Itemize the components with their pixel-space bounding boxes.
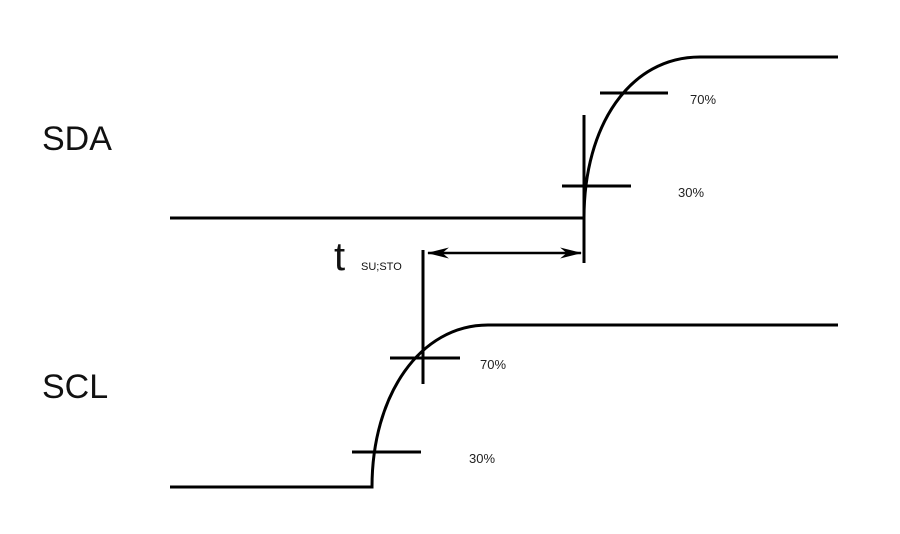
sda-70-label: 70%: [690, 92, 716, 107]
timing-symbol: t: [334, 235, 345, 279]
sda-waveform: [170, 55, 838, 220]
sda-30-label: 30%: [678, 185, 704, 200]
scl-label: SCL: [42, 368, 108, 406]
timing-subscript: SU;STO: [361, 261, 402, 273]
sda-label: SDA: [42, 120, 112, 158]
scl-30-label: 30%: [469, 451, 495, 466]
scl-70-label: 70%: [480, 357, 506, 372]
scl-waveform: [170, 323, 838, 489]
